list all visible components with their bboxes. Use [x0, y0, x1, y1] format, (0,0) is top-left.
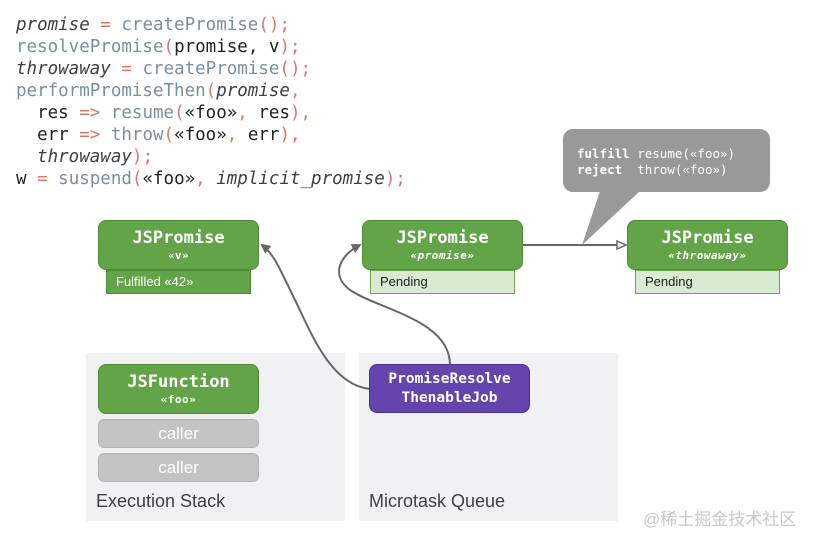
code-token: createPromise — [142, 59, 280, 79]
code-line: w = suspend(«foo», implicit_promise); — [16, 168, 406, 190]
code-token: err — [247, 125, 280, 145]
code-token: throwaway — [16, 147, 132, 167]
code-token: , — [195, 169, 217, 189]
code-token: performPromiseThen — [16, 81, 206, 101]
reject-key: reject — [577, 162, 623, 177]
fulfill-key: fulfill — [577, 146, 630, 161]
code-token: = — [89, 15, 122, 35]
code-line: err => throw(«foo», err), — [16, 124, 406, 146]
bubble-tail — [582, 191, 640, 245]
code-token: ), — [289, 103, 312, 123]
job-line-2: ThenableJob — [401, 390, 498, 406]
promise-throwaway-state: Pending — [635, 270, 780, 294]
code-token: , — [237, 103, 259, 123]
reaction-bubble — [563, 129, 770, 192]
promise-throwaway-node[interactable]: JSPromise «throwaway» — [627, 220, 788, 270]
code-token: = — [110, 59, 143, 79]
promise-v-state: Fulfilled «42» — [106, 270, 251, 294]
function-title: JSFunction — [127, 372, 230, 392]
execution-stack-label: Execution Stack — [96, 491, 226, 511]
code-token: ), — [279, 125, 301, 145]
code-token: ); — [279, 37, 301, 57]
code-token: = — [26, 169, 59, 189]
code-token: => — [79, 125, 101, 145]
promise-title: JSPromise — [661, 228, 754, 248]
microtask-queue-label: Microtask Queue — [369, 491, 506, 511]
code-token: implicit_promise — [216, 169, 385, 189]
code-token: throw — [100, 125, 164, 145]
promise-label: «promise» — [410, 249, 475, 262]
promise-promise-state: Pending — [370, 270, 515, 294]
code-token: ( — [163, 125, 175, 145]
reject-value: throw(«foo») — [637, 162, 728, 177]
job-line-1: PromiseResolve — [388, 371, 511, 387]
code-token: suspend — [58, 169, 132, 189]
reaction-bubble-text: fulfill resume(«foo») reject throw(«foo»… — [577, 146, 735, 178]
code-token: ( — [205, 81, 217, 101]
promise-title: JSPromise — [132, 228, 225, 248]
code-token: ); — [131, 147, 153, 167]
promise-v-node[interactable]: JSPromise «v» — [98, 220, 259, 270]
code-token: ); — [384, 169, 406, 189]
code-token: promise — [16, 15, 90, 35]
code-token: ( — [131, 169, 143, 189]
caller-frame[interactable]: caller — [98, 453, 259, 482]
code-line: performPromiseThen(promise, — [16, 80, 406, 102]
code-token: , — [226, 125, 248, 145]
code-token: , — [289, 81, 301, 101]
code-token: w — [16, 169, 27, 189]
code-token: ( — [163, 37, 175, 57]
code-token: res — [258, 103, 290, 123]
code-token: promise, v — [174, 37, 280, 57]
caller-frame[interactable]: caller — [98, 419, 259, 448]
code-line: promise = createPromise(); — [16, 14, 406, 36]
promise-promise-node[interactable]: JSPromise «promise» — [362, 220, 523, 270]
watermark: @稀土掘金技术社区 — [643, 510, 797, 529]
code-token: «foo» — [174, 125, 227, 145]
code-token: throwaway — [16, 59, 111, 79]
promise-label: «throwaway» — [668, 249, 747, 262]
code-token: promise — [216, 81, 290, 101]
promise-label: «v» — [167, 249, 190, 262]
arrow-job-to-promise-v — [260, 243, 371, 390]
code-token: (); — [258, 15, 290, 35]
code-token: res — [16, 103, 80, 123]
code-line: throwaway); — [16, 146, 406, 168]
promise-title: JSPromise — [396, 228, 489, 248]
code-token: => — [79, 103, 101, 123]
code-token: err — [16, 125, 80, 145]
promise-resolve-thenable-job[interactable]: PromiseResolve ThenableJob — [369, 364, 530, 413]
fulfill-value: resume(«foo») — [637, 146, 736, 161]
code-line: resolvePromise(promise, v); — [16, 36, 406, 58]
code-line: res => resume(«foo», res), — [16, 102, 406, 124]
js-function-node[interactable]: JSFunction «foo» — [98, 364, 259, 414]
code-token: (); — [279, 59, 312, 79]
code-token: ( — [174, 103, 185, 123]
code-token: resume — [100, 103, 175, 123]
code-token: «foo» — [184, 103, 238, 123]
code-token: resolvePromise — [16, 37, 164, 57]
code-token: createPromise — [121, 15, 259, 35]
code-token: «foo» — [142, 169, 196, 189]
arrow-job-to-promise — [338, 244, 451, 366]
function-label: «foo» — [160, 393, 197, 406]
code-listing: promise = createPromise();resolvePromise… — [16, 14, 406, 190]
code-line: throwaway = createPromise(); — [16, 58, 406, 80]
